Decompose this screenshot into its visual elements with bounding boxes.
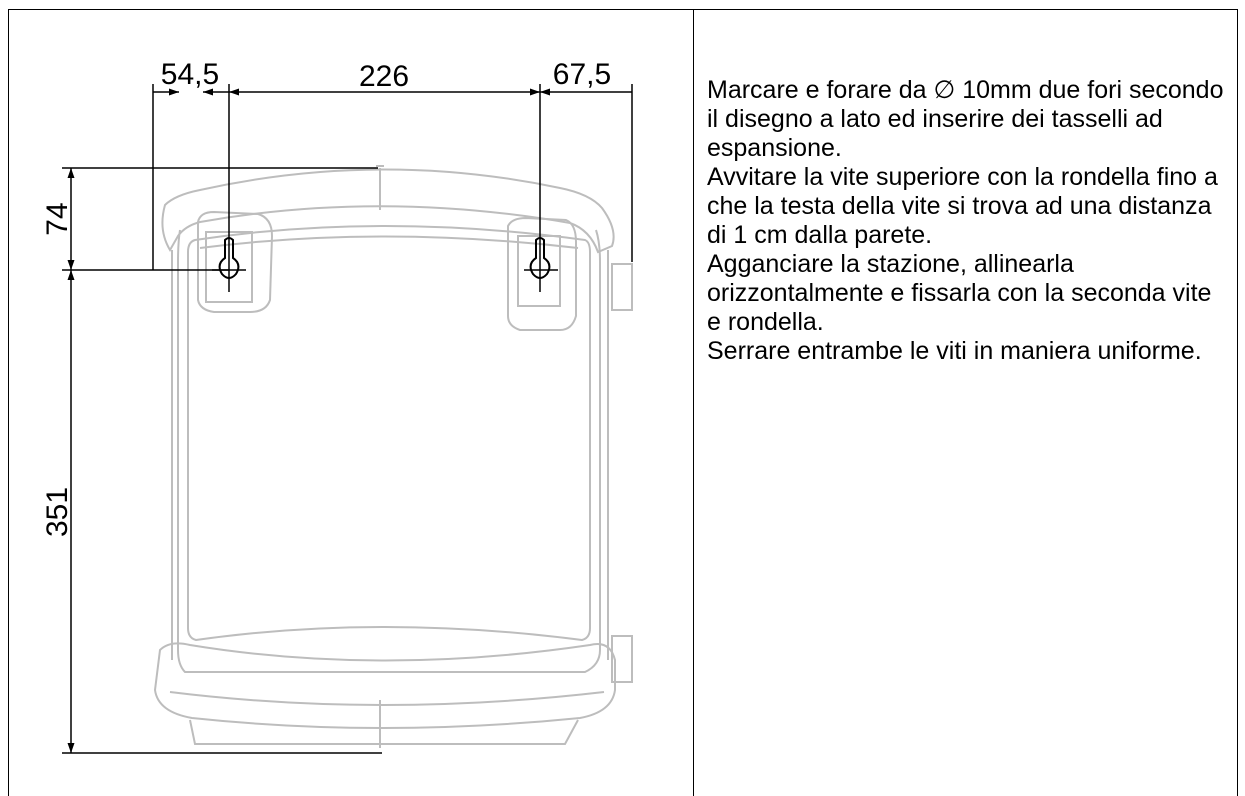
instruction-step-3: Agganciare la stazione, allinearla orizz…: [707, 250, 1212, 336]
keyholes: [218, 237, 551, 279]
mounting-diagram: 54,5 226 67,5 74 351: [41, 58, 633, 754]
right-mounting-lug: [507, 216, 577, 331]
dim-label-right-offset: 67,5: [553, 58, 611, 91]
instruction-step-1: Marcare e forare da ∅ 10mm due fori seco…: [707, 76, 1224, 162]
left-mounting-lug: [197, 210, 274, 313]
device-bottom-cap-line: [169, 691, 605, 706]
instruction-step-4: Serrare entrambe le viti in maniera unif…: [707, 337, 1202, 365]
right-keyhole-plate: [517, 235, 561, 307]
mounting-instructions: Marcare e forare da ∅ 10mm due fori seco…: [707, 76, 1232, 366]
device-connector-bottom: [611, 635, 633, 683]
device-outline: [153, 165, 633, 748]
right-keyhole-icon: [529, 237, 551, 279]
device-inner-panel: [187, 225, 591, 642]
device-bottom-cap: [153, 642, 616, 729]
instruction-step-2: Avvitare la vite superiore con la rondel…: [707, 163, 1218, 249]
device-top-cap: [161, 168, 615, 254]
column-divider: [693, 9, 694, 796]
dim-label-hole-spacing: 226: [359, 60, 409, 93]
device-bottom-base: [189, 719, 579, 745]
device-body-outer: [177, 229, 601, 673]
dim-label-bottom-offset: 351: [41, 487, 74, 537]
device-inner-panel-line: [199, 235, 579, 249]
dim-label-left-offset: 54,5: [161, 58, 219, 91]
left-keyhole-icon: [218, 237, 240, 279]
dimension-lines: [62, 84, 633, 754]
page-frame: [8, 9, 1238, 796]
device-connector-top: [611, 263, 633, 311]
dim-label-top-offset: 74: [41, 202, 74, 235]
